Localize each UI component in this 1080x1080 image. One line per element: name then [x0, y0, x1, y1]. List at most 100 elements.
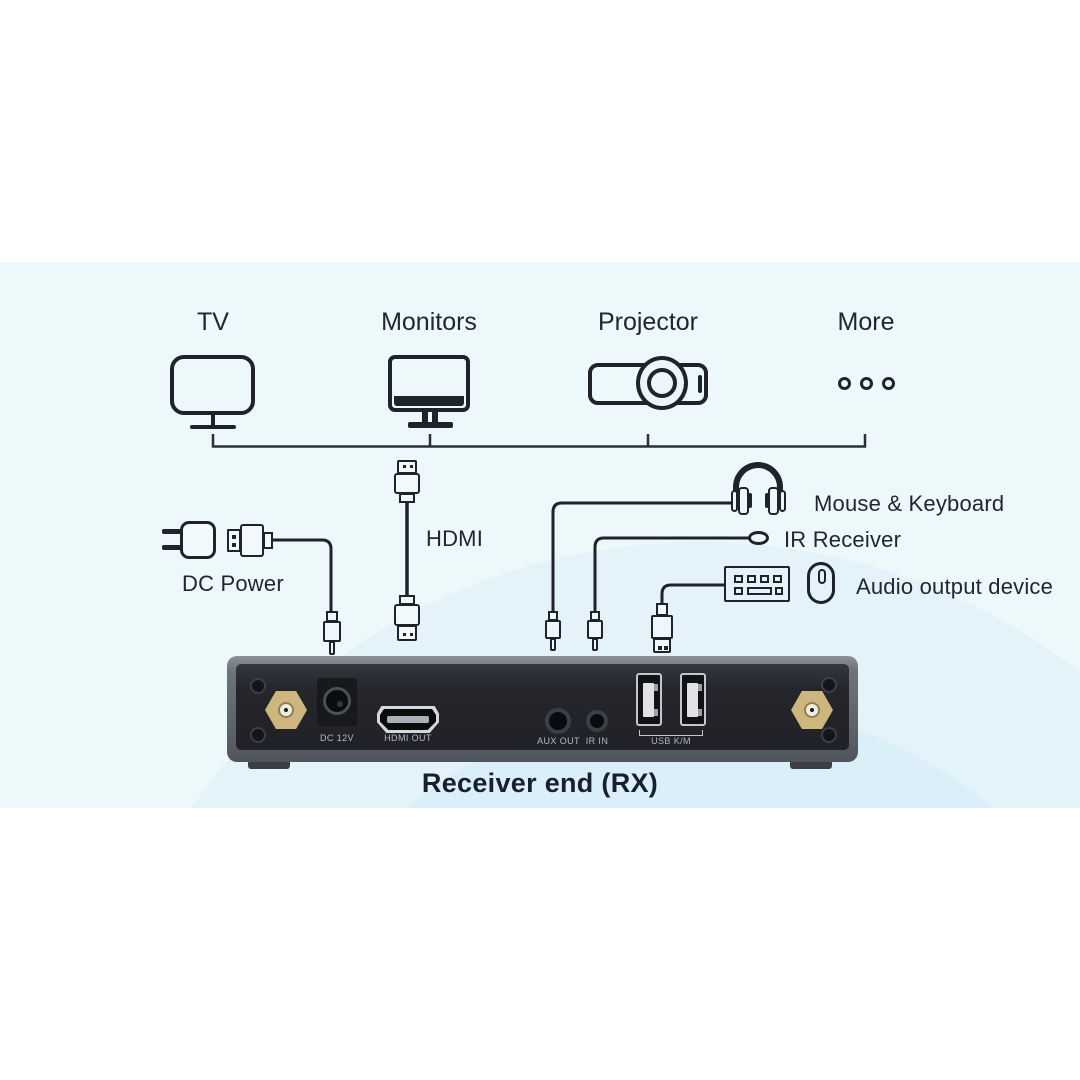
monitor-icon	[388, 355, 474, 431]
monitor-stand	[422, 411, 428, 423]
key	[760, 575, 769, 583]
hdmi-cable-icon	[380, 460, 440, 660]
projector-lens	[636, 356, 688, 410]
usb-tab	[698, 709, 702, 716]
hdmi-plug-tip	[397, 625, 417, 641]
aux-out-port	[545, 708, 571, 734]
hdmi-plug-tip	[397, 460, 417, 474]
screw	[821, 677, 837, 693]
diagram-caption: Receiver end (RX)	[421, 768, 659, 798]
key	[775, 587, 783, 595]
headphone-band	[733, 462, 783, 494]
hdmi-plug-neck	[399, 493, 415, 503]
hdmi-plug-body	[394, 604, 420, 626]
device-rear-panel: DC 12V HDMI OUT AUX OUT IR IN USB K/M	[227, 656, 858, 769]
usb-tongue	[643, 683, 654, 717]
usb-plug-tip	[227, 529, 241, 552]
usb-pin	[664, 646, 668, 650]
usb-plug-body	[240, 524, 264, 557]
display-label-more: More	[837, 308, 895, 336]
usb-group-bracket	[639, 730, 703, 736]
projector-vent	[698, 375, 702, 393]
headphone-cup	[779, 490, 786, 512]
usb-pin	[232, 535, 236, 539]
key	[747, 575, 756, 583]
hdmi-pin	[403, 633, 406, 636]
key	[734, 587, 743, 595]
ir-receiver-label: IR Receiver	[784, 527, 902, 552]
dc-cable-line	[270, 538, 333, 614]
tv-base	[190, 425, 236, 429]
plug-tip	[329, 641, 335, 655]
hdmi-pin	[410, 465, 413, 468]
plug-tip	[653, 638, 671, 653]
antenna-pin	[810, 708, 814, 712]
display-bracket-line	[211, 434, 867, 448]
dc-jack-hole	[337, 701, 343, 707]
port-label-dc12v: DC 12V	[320, 733, 354, 743]
headphone-cup	[731, 490, 738, 512]
usb-tongue	[687, 683, 698, 717]
aux-cable-line	[551, 501, 733, 614]
display-label-monitors: Monitors	[381, 308, 477, 336]
mouse-keyboard-label: Mouse & Keyboard	[814, 491, 1005, 516]
hdmi-out-port	[377, 706, 439, 733]
monitor-bezel	[394, 396, 464, 406]
hdmi-plug-body	[394, 473, 420, 494]
spacebar-key	[747, 587, 772, 595]
hdmi-pin	[403, 465, 406, 468]
port-label-ir-in: IR IN	[585, 736, 609, 746]
usb-pin	[658, 646, 662, 650]
usb-cable-line	[660, 583, 725, 608]
usb-port-1	[636, 673, 662, 726]
usb-tab	[698, 684, 702, 691]
ir-cable-line	[593, 536, 749, 614]
key	[734, 575, 743, 583]
dc-power-label: DC Power	[182, 571, 284, 596]
ir-in-port	[586, 710, 608, 732]
keyboard-icon	[724, 566, 790, 602]
screw	[250, 678, 266, 694]
ir-receiver-icon	[748, 531, 769, 545]
adapter-prong	[162, 529, 182, 534]
usb-pin	[232, 543, 236, 547]
mouse-wheel	[818, 569, 826, 584]
screw	[250, 727, 266, 743]
mouse-icon	[807, 562, 835, 604]
monitor-stand	[432, 411, 438, 423]
plug-tip	[592, 638, 598, 651]
aux-plug-icon	[543, 611, 563, 653]
display-label-tv: TV	[197, 308, 229, 336]
usb-tab	[654, 684, 658, 691]
audio-output-label: Audio output device	[856, 574, 1054, 599]
antenna-pin	[284, 708, 288, 712]
dot	[838, 377, 851, 390]
usb-tab	[654, 709, 658, 716]
port-label-hdmi-out: HDMI OUT	[384, 733, 432, 743]
usb-plug-step	[263, 532, 273, 549]
plug-body	[651, 615, 673, 639]
dc-jack-port	[317, 678, 357, 726]
plug-body	[545, 620, 561, 639]
projector-icon	[588, 356, 714, 412]
ir-plug-icon	[585, 611, 605, 653]
monitor-base	[408, 422, 453, 428]
port-label-usb-km: USB K/M	[651, 736, 691, 746]
dc-barrel-plug-icon	[320, 611, 344, 656]
device-foot	[248, 762, 290, 769]
dot	[860, 377, 873, 390]
usb-plug-icon	[648, 603, 676, 655]
dot	[882, 377, 895, 390]
adapter-prong	[162, 545, 182, 550]
usb-port-2	[680, 673, 706, 726]
plug-body	[587, 620, 603, 639]
plug-tip	[550, 638, 556, 651]
device-foot	[790, 762, 832, 769]
port-label-aux-out: AUX OUT	[537, 736, 580, 746]
headphone-cup	[748, 493, 752, 508]
power-adapter-icon	[162, 519, 282, 563]
hdmi-label: HDMI	[426, 526, 484, 551]
dc-jack	[323, 687, 351, 715]
